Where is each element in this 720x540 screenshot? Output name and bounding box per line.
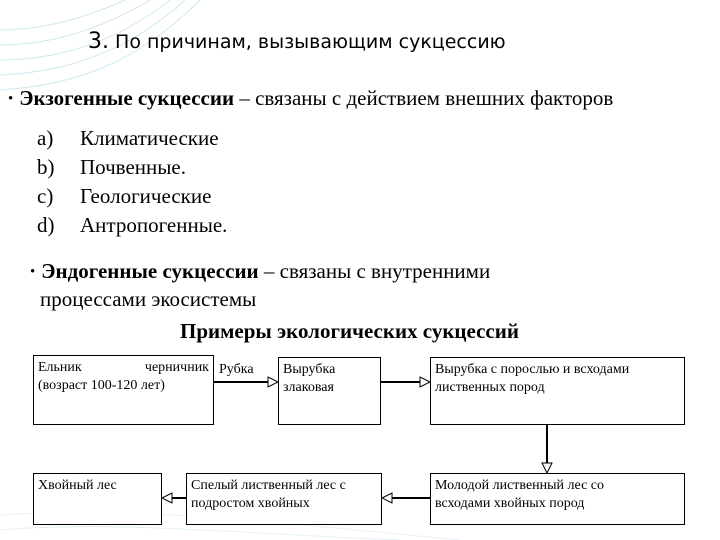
title-text: По причинам, вызывающим сукцессию	[115, 31, 506, 53]
node-text: Вырубка	[283, 362, 336, 377]
list-label: Почвенные.	[80, 155, 186, 179]
exogenous-list: a) Климатические b) Почвенные. c) Геолог…	[37, 124, 227, 240]
exogenous-bullet: • Экзогенные сукцессии – связаны с действ…	[8, 86, 613, 111]
arrowhead-icon	[419, 376, 432, 388]
node-text: Спелый лиственный лес с	[191, 478, 346, 493]
node-text: (возраст 100-120 лет)	[38, 378, 165, 393]
list-item: b) Почвенные.	[37, 153, 227, 182]
list-letter: a)	[37, 126, 54, 150]
edge-label-logging: Рубка	[219, 362, 254, 377]
node-text: подростом хвойных	[191, 496, 310, 511]
endogenous-description-line2: процессами экосистемы	[40, 287, 257, 311]
diagram-heading: Примеры экологических сукцессий	[180, 319, 519, 343]
exogenous-term: Экзогенные сукцессии	[19, 86, 235, 110]
arrowhead-icon	[267, 376, 280, 388]
node-young-deciduous: Молодой лиственный лес со всходами хвойн…	[430, 473, 685, 525]
title-number: 3.	[88, 29, 109, 54]
node-coniferous: Хвойный лес	[33, 473, 162, 525]
bullet-icon: •	[30, 264, 36, 280]
list-letter: d)	[37, 213, 55, 237]
list-letter: b)	[37, 155, 55, 179]
arrowhead-icon	[541, 462, 553, 475]
node-clearing-with-growth: Вырубка с порослью и всходами лиственных…	[430, 357, 685, 425]
arrowhead-icon	[380, 492, 393, 504]
bullet-icon: •	[8, 91, 14, 107]
node-text: Вырубка с порослью и всходами	[435, 362, 630, 377]
node-text: лиственных пород	[435, 380, 545, 395]
list-item: c) Геологические	[37, 182, 227, 211]
endogenous-bullet: • Эндогенные сукцессии – связаны с внутре…	[30, 259, 490, 284]
list-label: Климатические	[80, 126, 219, 150]
node-mature-deciduous: Спелый лиственный лес с подростом хвойны…	[186, 473, 382, 525]
list-item: a) Климатические	[37, 124, 227, 153]
list-label: Антропогенные.	[80, 213, 228, 237]
node-text: Молодой лиственный лес со	[435, 478, 605, 493]
node-text: всходами хвойных пород	[435, 496, 585, 511]
page-title: 3. По причинам, вызывающим сукцессию	[88, 29, 506, 54]
list-item: d) Антропогенные.	[37, 211, 227, 240]
node-text: черничник	[144, 360, 209, 375]
node-text: Ельник	[38, 360, 82, 375]
arrowhead-icon	[160, 492, 173, 504]
node-spruce-forest: Ельник черничник (возраст 100-120 лет)	[33, 355, 214, 425]
list-label: Геологические	[80, 184, 212, 208]
node-text: злаковая	[283, 380, 334, 395]
endogenous-description-line1: – связаны с внутренними	[258, 259, 491, 283]
list-letter: c)	[37, 184, 54, 208]
node-text: Хвойный лес	[38, 478, 117, 493]
exogenous-description: – связаны с действием внешних факторов	[234, 86, 614, 110]
endogenous-term: Эндогенные сукцессии	[41, 259, 259, 283]
node-grass-clearing: Вырубка злаковая	[278, 357, 381, 425]
